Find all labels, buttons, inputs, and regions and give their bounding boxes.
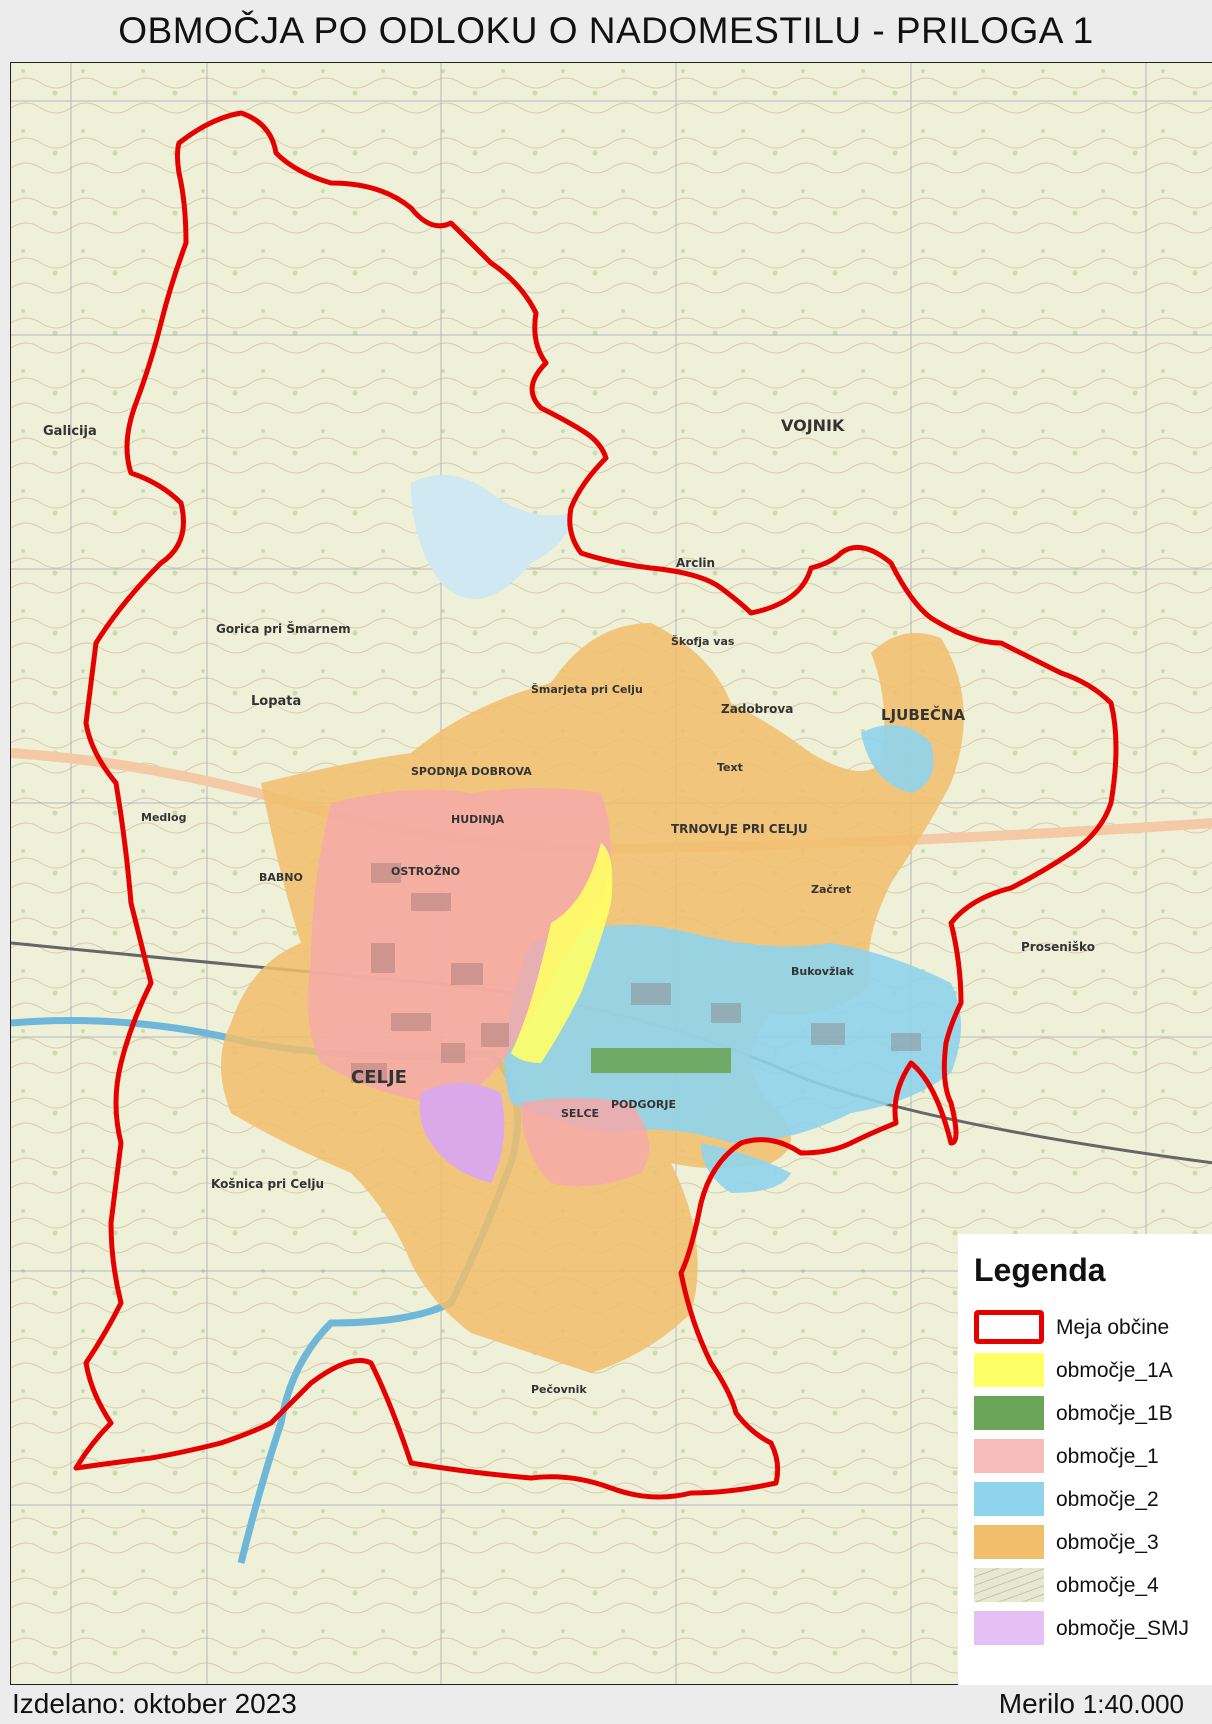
legend-swatch — [974, 1568, 1044, 1602]
label-hudinja: HUDINJA — [451, 813, 505, 826]
lake — [411, 475, 571, 599]
legend-label: območje_2 — [1056, 1488, 1159, 1511]
legend-label: območje_1B — [1056, 1402, 1173, 1425]
label-ostrozno: OSTROŽNO — [391, 865, 460, 878]
legend-label: območje_1 — [1056, 1445, 1159, 1468]
label-trnovlje: TRNOVLJE PRI CELJU — [671, 822, 808, 836]
label-celje: CELJE — [351, 1067, 407, 1088]
legend-swatch — [974, 1525, 1044, 1559]
legend-title: Legenda — [974, 1252, 1106, 1288]
legend-swatch — [974, 1310, 1044, 1344]
legend-label: območje_3 — [1056, 1531, 1159, 1554]
label-galicija: Galicija — [43, 424, 97, 439]
label-text-marker: Text — [717, 761, 743, 774]
legend-swatch — [974, 1396, 1044, 1430]
legend-item: območje_2 — [974, 1482, 1210, 1518]
municipality-boundary — [73, 110, 1119, 1500]
label-bukovzlak: Bukovžlak — [791, 965, 855, 978]
legend-item: območje_SMJ — [974, 1611, 1210, 1647]
zone-smj-area — [419, 1083, 505, 1183]
map-canvas[interactable]: CELJE VOJNIK LJUBEČNA TRNOVLJE PRI CELJU… — [10, 62, 1212, 1685]
zone-2-area-ljubecna — [861, 725, 934, 793]
built-up-blocks — [351, 863, 921, 1083]
label-medlog: Medlog — [141, 811, 186, 824]
label-smarjeta: Šmarjeta pri Celju — [531, 683, 643, 696]
legend-item: območje_3 — [974, 1525, 1210, 1561]
map-title: OBMOČJA PO ODLOKU O NADOMESTILU - PRILOG… — [118, 10, 1094, 51]
zone-1-area — [307, 788, 611, 1103]
legend-swatch — [974, 1482, 1044, 1516]
legend-label: območje_4 — [1056, 1574, 1159, 1597]
zone-2-area — [504, 925, 961, 1143]
label-lopata: Lopata — [251, 694, 301, 709]
legend-item: območje_1A — [974, 1353, 1210, 1389]
legend-item: območje_4 — [974, 1568, 1210, 1604]
map-scale: Merilo 1:40.000 — [999, 1688, 1184, 1720]
label-ljubecna: LJUBEČNA — [881, 705, 966, 724]
legend-swatch — [974, 1353, 1044, 1387]
label-pecovnik: Pečovnik — [531, 1383, 587, 1396]
label-kosnica: Košnica pri Celju — [211, 1177, 324, 1191]
label-selce: SELCE — [561, 1107, 599, 1120]
zone-1a-area — [511, 843, 613, 1063]
legend-item: območje_1 — [974, 1439, 1210, 1475]
scale-value: 1:40.000 — [1082, 1689, 1184, 1719]
label-arclin: Arclin — [676, 556, 715, 570]
label-podgorje: PODGORJE — [611, 1098, 676, 1111]
label-dobrova: SPODNJA DOBROVA — [411, 765, 532, 778]
zone-1-area-south — [521, 1098, 649, 1187]
legend-item: Meja občine — [974, 1310, 1210, 1346]
legend-swatch — [974, 1611, 1044, 1645]
legend-label: območje_SMJ — [1056, 1617, 1190, 1640]
legend-item: območje_1B — [974, 1396, 1210, 1432]
label-skofja-vas: Škofja vas — [671, 635, 735, 648]
label-gorica: Gorica pri Šmarnem — [216, 621, 351, 636]
label-prosenisko: Proseniško — [1021, 940, 1095, 954]
label-vojnik: VOJNIK — [781, 416, 845, 435]
legend-label: območje_1A — [1056, 1359, 1173, 1382]
label-babno: BABNO — [259, 871, 303, 884]
label-zacret: Začret — [811, 883, 851, 896]
legend-swatch — [974, 1439, 1044, 1473]
creation-date: Izdelano: oktober 2023 — [12, 1688, 297, 1719]
scale-label: Merilo — [998, 1688, 1075, 1719]
label-zadobrova: Zadobrova — [721, 702, 793, 716]
zone-1b-area — [591, 1048, 731, 1073]
legend-label: Meja občine — [1056, 1316, 1170, 1339]
